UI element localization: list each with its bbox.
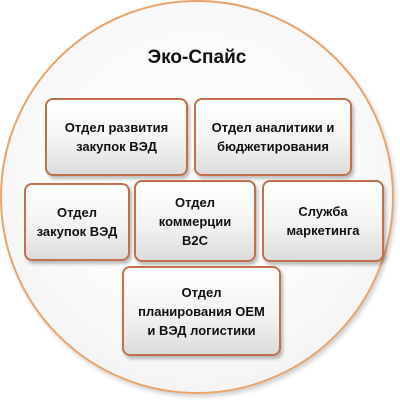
unit-label: Отдел аналитики и бюджетирования <box>211 120 335 154</box>
unit-box-marketing: Служба маркетинга <box>262 180 384 262</box>
unit-label: Отдел развития закупок ВЭД <box>64 120 169 154</box>
unit-box-procurement: Отдел закупок ВЭД <box>24 183 130 261</box>
unit-label: Служба маркетинга <box>286 204 360 238</box>
unit-label: Отдел планирования ОЕМ и ВЭД логистики <box>138 284 265 338</box>
unit-box-procurement-development: Отдел развития закупок ВЭД <box>45 98 188 176</box>
unit-label: Отдел коммерции B2C <box>158 194 232 248</box>
company-title: Эко-Спайс <box>147 47 247 68</box>
unit-box-b2c-commerce: Отдел коммерции B2C <box>134 180 256 262</box>
unit-label: Отдел закупок ВЭД <box>36 205 118 239</box>
unit-box-oem-logistics-planning: Отдел планирования ОЕМ и ВЭД логистики <box>122 266 281 356</box>
unit-box-analytics-budgeting: Отдел аналитики и бюджетирования <box>194 98 352 176</box>
